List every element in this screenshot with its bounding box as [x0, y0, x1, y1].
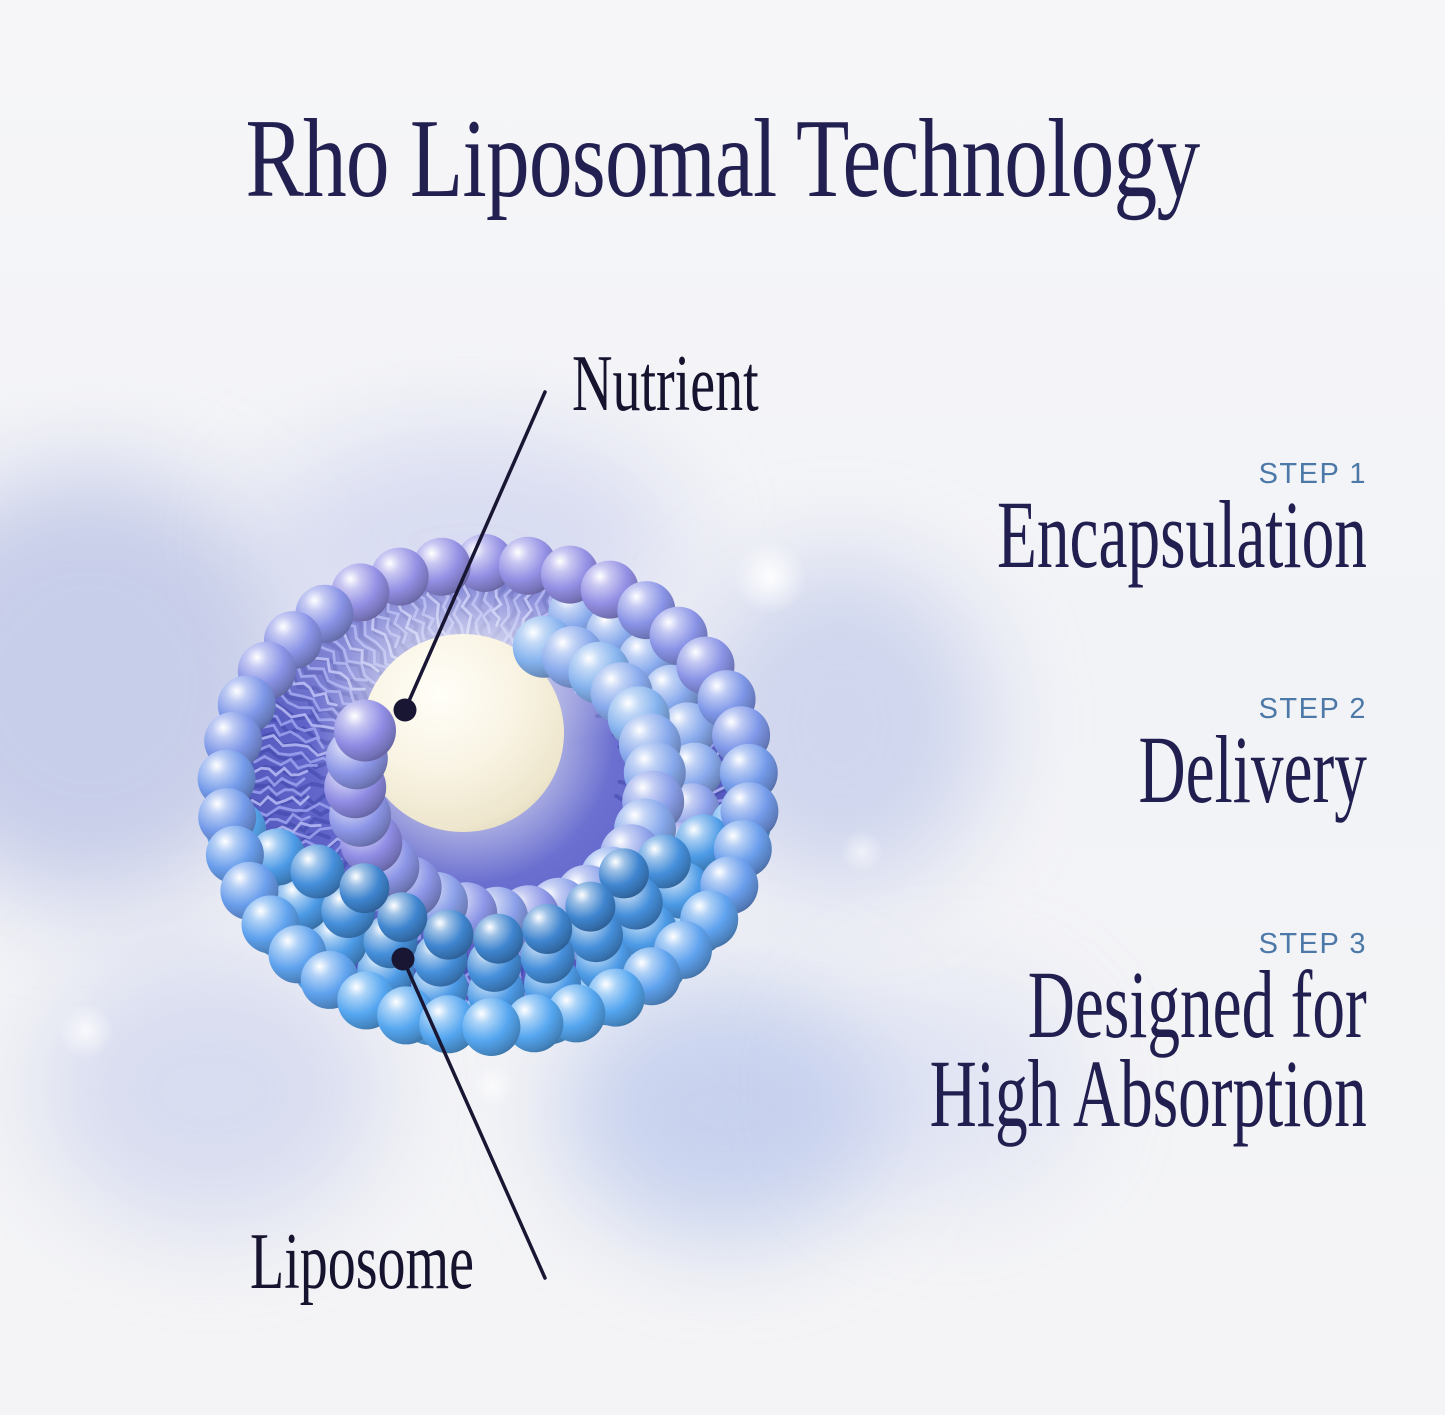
- bokeh-light: [58, 1003, 114, 1059]
- page-title-text: Rho Liposomal Technology: [245, 97, 1201, 221]
- nutrient-label-text: Nutrient: [572, 340, 759, 428]
- liposome-callout-line: [401, 957, 547, 1280]
- steps-column: STEP 1 Encapsulation STEP 2 Delivery STE…: [807, 0, 1367, 1415]
- liposome-callout-dot: [391, 947, 415, 971]
- outer-lipid-ring: [197, 534, 779, 1056]
- step-2-heading: Delivery: [1138, 716, 1367, 824]
- liposome-label: Liposome: [250, 1218, 570, 1306]
- step-2: STEP 2 Delivery: [1031, 693, 1367, 824]
- step-3-heading-line: High Absorption: [929, 1039, 1367, 1147]
- step-1-heading-line: Encapsulation: [997, 481, 1367, 589]
- nutrient-callout-line: [403, 390, 547, 712]
- nutrient-callout-dot: [393, 698, 417, 722]
- bokeh-light: [472, 1065, 514, 1107]
- step-3-heading-line: Designed for: [1028, 951, 1367, 1059]
- step-1-heading: Encapsulation: [997, 481, 1367, 589]
- step-1: STEP 1 Encapsulation: [823, 458, 1367, 589]
- step-3: STEP 3 Designed for High Absorption: [724, 928, 1367, 1147]
- step-2-eyebrow: STEP 2: [1258, 693, 1367, 725]
- step-1-eyebrow: STEP 1: [1258, 458, 1367, 490]
- bokeh-light: [733, 540, 807, 614]
- nutrient-label: Nutrient: [572, 340, 839, 428]
- step-3-eyebrow: STEP 3: [1258, 928, 1367, 960]
- background-glow: [820, 980, 1080, 1200]
- page-title: Rho Liposomal Technology: [0, 97, 1445, 221]
- step-3-heading: Designed for High Absorption: [929, 951, 1367, 1147]
- liposome-label-text: Liposome: [250, 1218, 474, 1306]
- callouts: [391, 390, 547, 1280]
- nutrient-core: [362, 634, 564, 832]
- bokeh-light: [840, 830, 884, 874]
- step-2-heading-line: Delivery: [1138, 716, 1367, 824]
